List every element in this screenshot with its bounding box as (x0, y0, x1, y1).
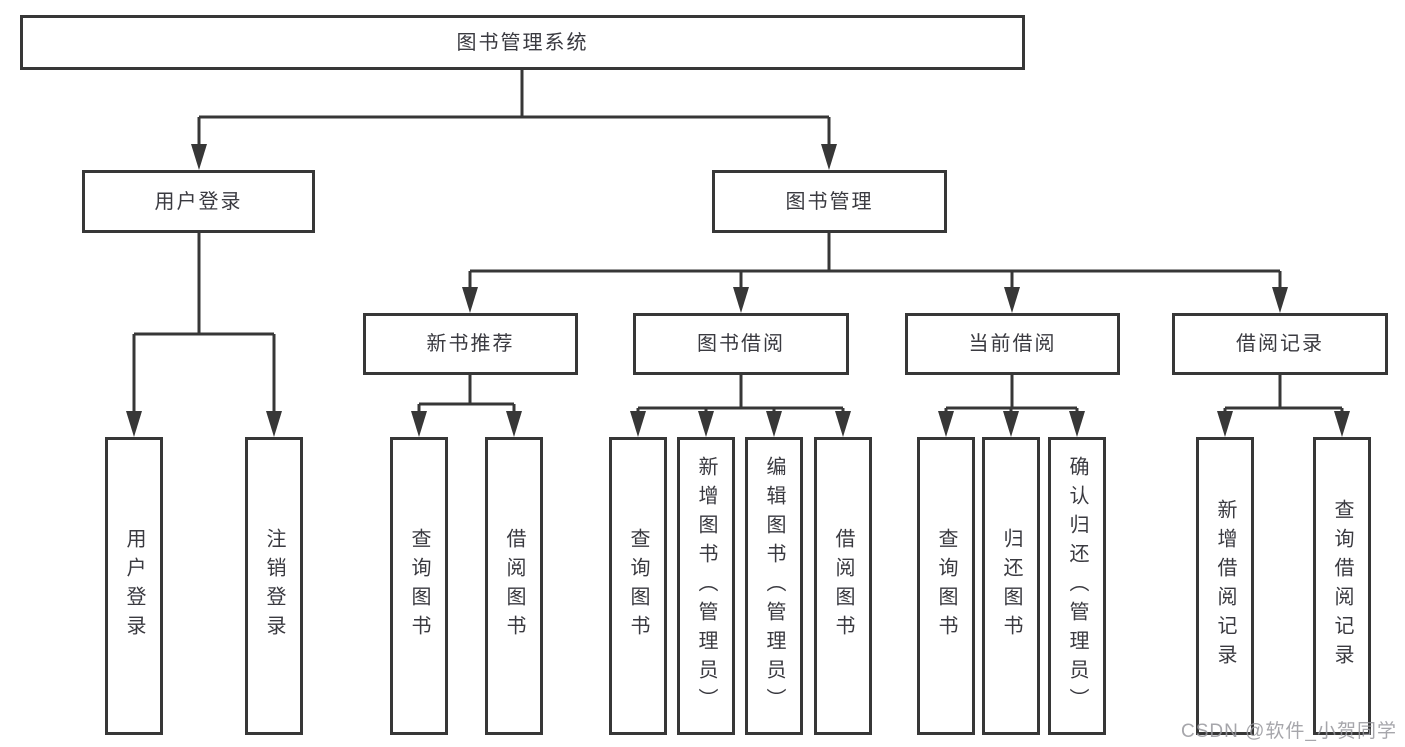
leaf-query-books-1: 查询图书 (390, 437, 448, 735)
node-book-management: 图书管理 (712, 170, 947, 233)
leaf-borrow-books-1: 借阅图书 (485, 437, 543, 735)
node-borrow-records: 借阅记录 (1172, 313, 1388, 375)
leaf-borrow-books-2: 借阅图书 (814, 437, 872, 735)
node-user-login: 用户登录 (82, 170, 315, 233)
leaf-add-borrow-record: 新增借阅记录 (1196, 437, 1254, 735)
leaf-query-borrow-record: 查询借阅记录 (1313, 437, 1371, 735)
node-library-system: 图书管理系统 (20, 15, 1025, 70)
leaf-query-books-3: 查询图书 (917, 437, 975, 735)
leaf-user-login: 用户登录 (105, 437, 163, 735)
leaf-add-book-admin: 新增图书（管理员） (677, 437, 735, 735)
leaf-edit-book-admin: 编辑图书（管理员） (745, 437, 803, 735)
node-current-borrowing: 当前借阅 (905, 313, 1120, 375)
arrowheads (126, 144, 1350, 437)
leaf-logout: 注销登录 (245, 437, 303, 735)
leaf-confirm-return-admin: 确认归还（管理员） (1048, 437, 1106, 735)
node-book-borrowing: 图书借阅 (633, 313, 849, 375)
node-new-book-recommend: 新书推荐 (363, 313, 578, 375)
leaf-query-books-2: 查询图书 (609, 437, 667, 735)
leaf-return-books: 归还图书 (982, 437, 1040, 735)
